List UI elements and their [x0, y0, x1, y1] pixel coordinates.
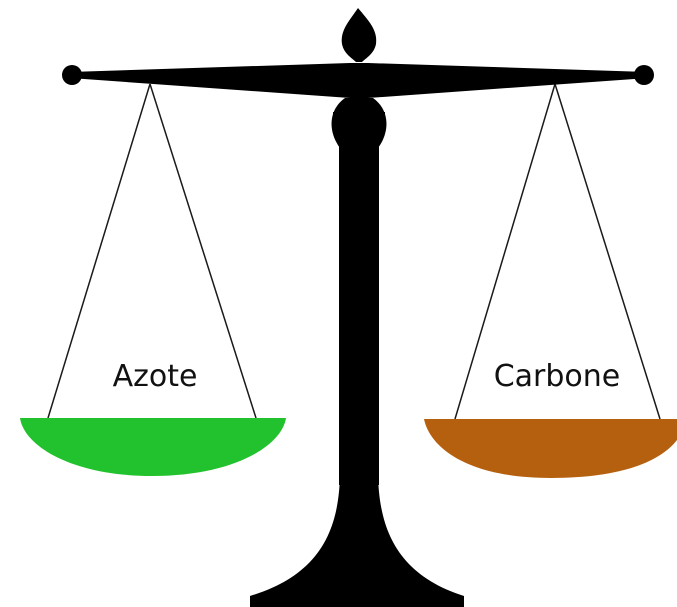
right-beam-knob — [634, 65, 654, 85]
scale-collar-ring — [333, 112, 385, 118]
left-pan — [20, 418, 286, 476]
scale-finial — [342, 8, 377, 62]
scale-column — [339, 145, 379, 485]
right-pan-label: Carbone — [494, 359, 621, 394]
right-pan — [424, 419, 677, 478]
scale-collar — [332, 98, 387, 148]
left-beam-knob — [62, 65, 82, 85]
scale-beam — [70, 63, 648, 98]
left-pan-label: Azote — [113, 359, 198, 394]
scale-base — [250, 470, 464, 607]
